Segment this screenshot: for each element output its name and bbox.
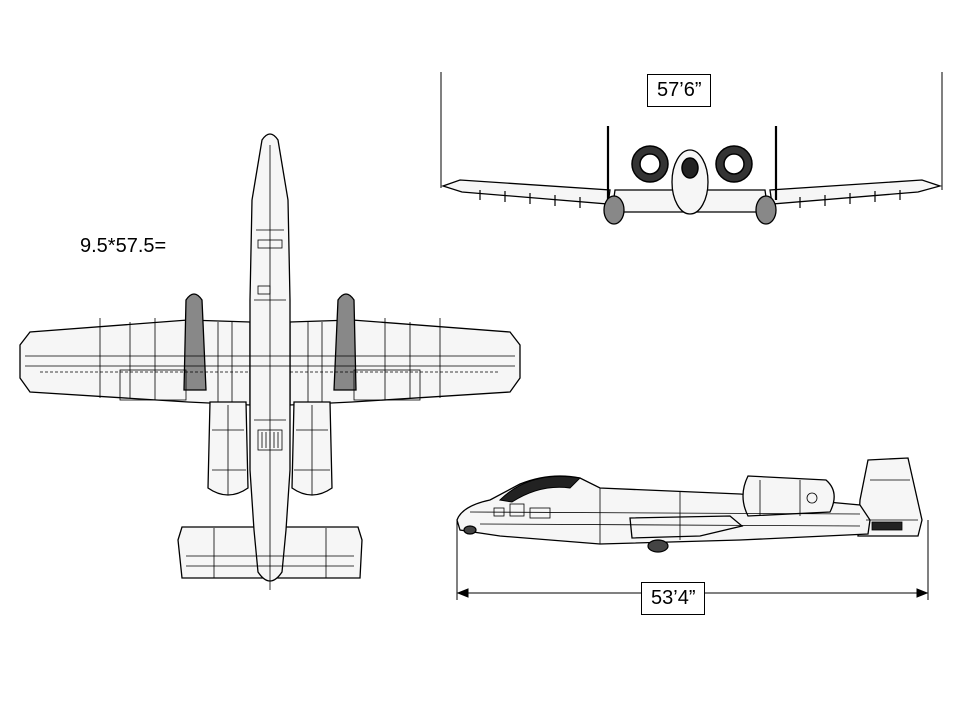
wingspan-dimension-label: 57’6” xyxy=(647,74,712,107)
side-vertical-tail xyxy=(857,457,923,537)
side-wing xyxy=(629,515,744,539)
front-right-wing xyxy=(769,179,943,205)
formula-text: 9.5*57.5= xyxy=(80,235,167,257)
length-dimension-label: 53’4” xyxy=(641,582,706,615)
side-canopy xyxy=(498,475,582,503)
front-fuselage xyxy=(671,149,709,215)
side-engine-nacelle xyxy=(742,475,835,517)
